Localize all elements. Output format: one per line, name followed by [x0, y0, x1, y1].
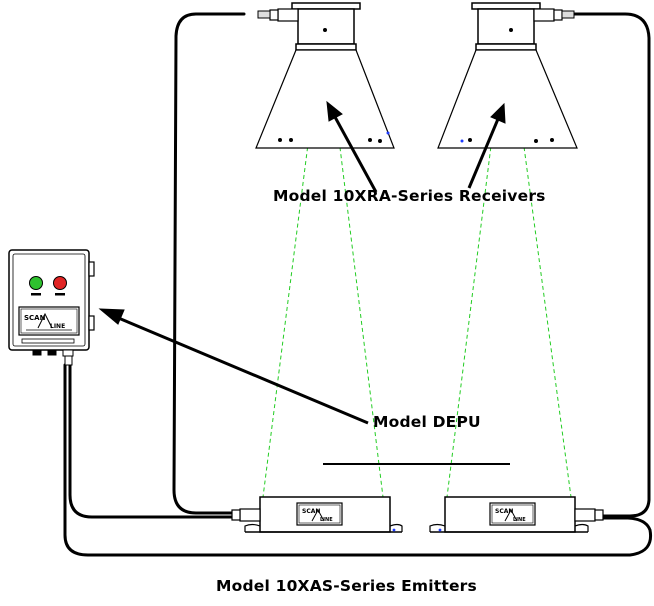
arrow-receiver-left-line	[333, 116, 378, 193]
emitter-right-connector	[574, 508, 596, 522]
receiver-right-bottom-plate	[475, 43, 537, 51]
receiver-right-hood	[437, 49, 578, 149]
receiver-left-bottom-plate	[295, 43, 357, 51]
receiver-right-top-plate	[471, 2, 541, 10]
depu-box: SCAN LINE	[8, 249, 95, 366]
depu-red-button	[53, 276, 67, 290]
beam-1	[262, 49, 321, 498]
cable-depu-bottom-loop	[63, 363, 653, 557]
emitter-right-logo-line2: LINE	[513, 517, 526, 523]
emitter-right: SCAN LINE	[429, 496, 604, 533]
cable-right-receiver	[571, 12, 651, 518]
cables	[63, 12, 653, 557]
arrow-receiver-right-head	[490, 102, 506, 124]
receiver-left-top-plate	[291, 2, 361, 10]
receiver-right-body	[477, 8, 535, 45]
receivers-label: Model 10XRA-Series Receivers	[273, 187, 546, 205]
receiver-left-connector	[277, 8, 299, 22]
arrow-receiver-right-line	[467, 118, 500, 189]
emitter-left-logo-line1: SCAN	[302, 508, 320, 515]
cable-depu-left	[68, 363, 240, 519]
depu-logo-line1: SCAN	[24, 314, 46, 322]
arrow-receiver-left-head	[326, 100, 343, 122]
receiver-right-connector	[533, 8, 555, 22]
cable-left-receiver	[172, 12, 246, 515]
pointer-arrows	[98, 100, 506, 425]
emitters-label: Model 10XAS-Series Emitters	[216, 577, 477, 595]
receiver-left-body	[297, 8, 355, 45]
emitter-left: SCAN LINE	[231, 496, 403, 533]
receiver-right-center-dot	[509, 28, 513, 32]
beam-4	[510, 49, 572, 498]
emitter-left-connector	[239, 508, 261, 522]
beam-3	[446, 49, 504, 498]
receiver-left	[255, 2, 395, 149]
arrow-depu-head	[98, 308, 125, 325]
light-beams	[262, 49, 572, 498]
beam-2	[327, 49, 384, 498]
depu-label: Model DEPU	[373, 413, 481, 431]
emitter-right-logo-line1: SCAN	[495, 508, 513, 515]
receiver-left-center-dot	[323, 28, 327, 32]
arrow-depu-line	[115, 315, 369, 425]
receiver-right	[437, 2, 578, 149]
depu-green-button	[29, 276, 43, 290]
receiver-left-hood	[255, 49, 395, 149]
depu-logo-line2: LINE	[50, 323, 65, 330]
emitter-left-logo-line2: LINE	[320, 517, 333, 523]
